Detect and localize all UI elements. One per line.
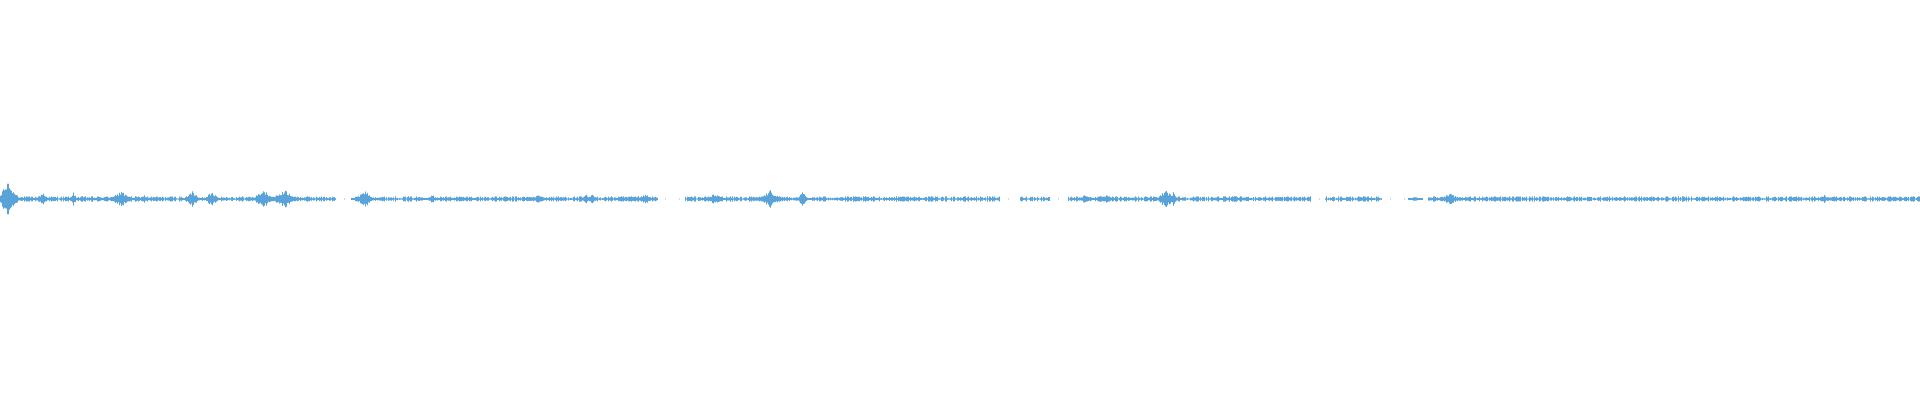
waveform-peak	[1219, 196, 1251, 202]
waveform-peak	[0, 183, 24, 215]
waveform-peak	[524, 195, 552, 203]
waveform-peak	[793, 192, 813, 206]
waveform-peak	[633, 194, 658, 204]
waveform-noise	[355, 196, 657, 202]
waveform-peak	[67, 192, 80, 206]
waveform-peak	[263, 190, 307, 208]
waveform-peak	[884, 196, 922, 202]
waveform-peak	[750, 190, 791, 208]
waveform-peak	[448, 197, 475, 201]
waveform-peak	[181, 191, 204, 207]
waveform-noise	[1020, 196, 1050, 202]
waveform-peak	[351, 191, 380, 207]
waveform-peak	[1813, 195, 1836, 203]
waveform-peak	[699, 194, 731, 204]
waveform-peak	[201, 192, 223, 206]
waveform-peak	[1095, 195, 1118, 203]
waveform-peak	[1408, 197, 1423, 201]
waveform-path-group	[0, 183, 1920, 215]
waveform-peak	[32, 193, 53, 205]
waveform-peak	[1167, 192, 1181, 206]
waveform-noise	[1428, 196, 1920, 202]
waveform-peak	[1430, 193, 1470, 205]
waveform-peak	[423, 195, 442, 203]
waveform-peak	[99, 191, 143, 207]
waveform-noise	[812, 196, 887, 202]
waveform-peak	[586, 194, 598, 204]
waveform-gap-ticks	[665, 198, 680, 200]
waveform-peak	[1361, 196, 1374, 202]
waveform-peak	[137, 195, 152, 203]
